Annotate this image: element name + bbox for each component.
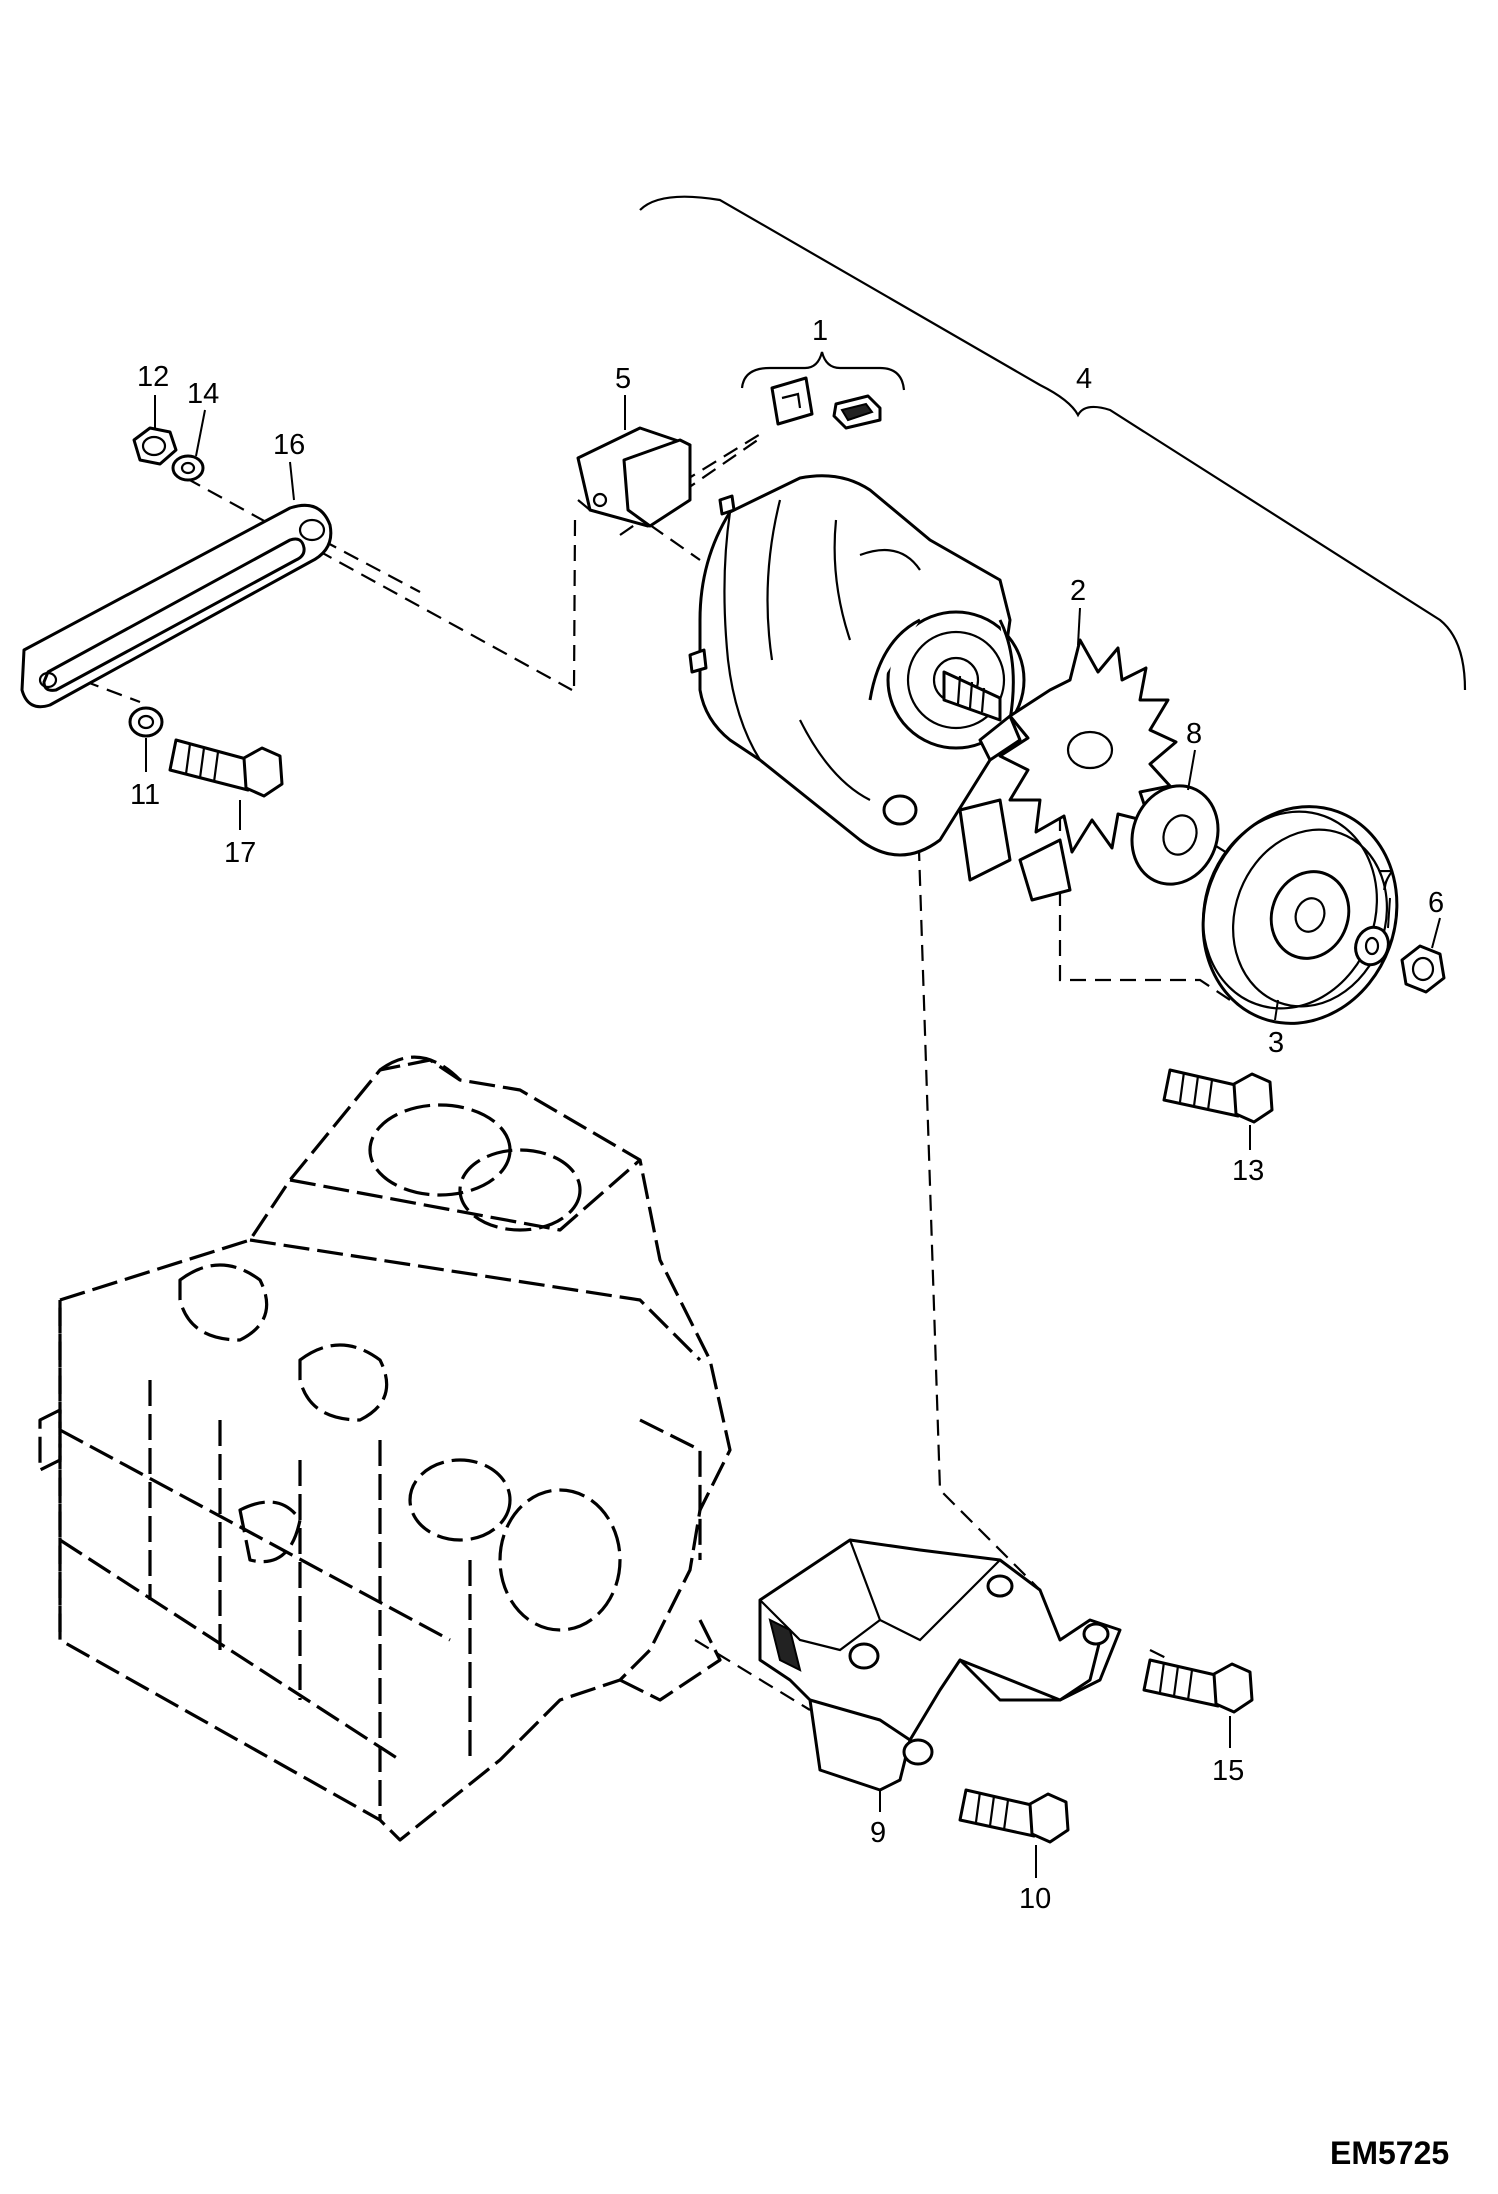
washer-14	[171, 454, 205, 482]
alignment-lines	[59, 432, 1311, 1711]
bolt-17	[168, 738, 284, 798]
callout-1: 1	[812, 315, 828, 347]
callout-labels: 1 2 3 4 5 6 7 8 9 10 11 12 13 14 15 16 1…	[130, 315, 1444, 1915]
callout-16: 16	[273, 429, 305, 461]
callout-17: 17	[224, 837, 256, 869]
bolt-15	[1142, 1658, 1254, 1714]
alternator	[688, 474, 1026, 857]
callout-9: 9	[870, 1817, 886, 1849]
engine-block	[38, 1055, 732, 1842]
callout-6: 6	[1428, 887, 1444, 919]
mounting-bracket-9	[758, 1538, 1122, 1792]
spacer-8	[1130, 784, 1220, 886]
callout-15: 15	[1212, 1755, 1244, 1787]
leader-lines	[145, 395, 1441, 1878]
regulator-5	[576, 426, 692, 528]
bolt-13	[1162, 1068, 1274, 1124]
nut-12	[132, 426, 178, 466]
callout-10: 10	[1019, 1883, 1051, 1915]
callout-3: 3	[1268, 1027, 1284, 1059]
callout-2: 2	[1070, 575, 1086, 607]
callout-7: 7	[1378, 865, 1394, 897]
bolt-10	[958, 1788, 1070, 1844]
callout-14: 14	[187, 378, 219, 410]
pulley-3	[1201, 805, 1399, 1025]
nut-6	[1400, 944, 1446, 994]
callout-11: 11	[130, 779, 160, 811]
washer-11	[128, 706, 164, 738]
callout-4: 4	[1076, 363, 1092, 395]
washer-7	[1354, 925, 1390, 967]
adjusting-strap-16	[20, 503, 333, 709]
callout-5: 5	[615, 363, 631, 395]
assembly-bracket-4	[639, 195, 1467, 691]
drawing-code: EM5725	[1330, 2135, 1449, 2171]
brush-holders-1	[770, 376, 882, 430]
assembly-bracket-1	[740, 351, 906, 391]
callout-13: 13	[1232, 1155, 1264, 1187]
callout-12: 12	[137, 361, 169, 393]
callout-8: 8	[1186, 718, 1202, 750]
